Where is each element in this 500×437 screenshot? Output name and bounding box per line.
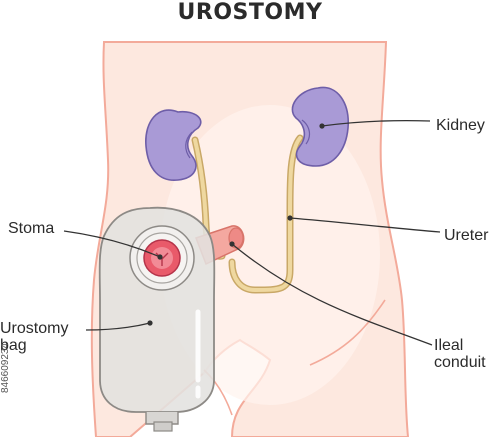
label-kidney: Kidney bbox=[436, 117, 485, 134]
belly-highlight bbox=[160, 105, 380, 405]
label-urostomy-bag: Urostomy bag bbox=[0, 320, 69, 354]
groin-line-right bbox=[309, 299, 386, 366]
label-ileal-conduit: Ileal conduit bbox=[434, 337, 486, 371]
page-title: UROSTOMY bbox=[177, 0, 323, 25]
leader-lines bbox=[63, 120, 441, 346]
leader-conduit-dot bbox=[229, 241, 235, 247]
leader-stoma-dot bbox=[157, 254, 163, 260]
leader-bag-dot bbox=[147, 320, 153, 326]
stock-id-watermark: 846609234 bbox=[0, 342, 11, 394]
label-ureter: Ureter bbox=[444, 227, 489, 244]
leader-conduit bbox=[231, 243, 433, 346]
leader-kidney-dot bbox=[319, 123, 325, 129]
label-stoma: Stoma bbox=[8, 220, 55, 237]
leader-ureter bbox=[289, 217, 441, 233]
kidney-left bbox=[145, 109, 202, 181]
ureter-right-inner bbox=[230, 136, 302, 293]
leader-kidney bbox=[321, 120, 431, 127]
leader-bag bbox=[85, 322, 151, 331]
leader-ureter-dot bbox=[287, 215, 293, 221]
leader-stoma bbox=[63, 230, 161, 258]
